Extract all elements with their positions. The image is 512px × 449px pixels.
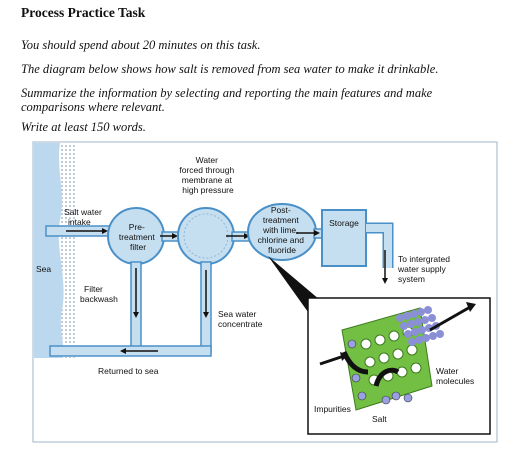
post-storage-arrowhead [314, 230, 320, 236]
concentrate-arrowhead [203, 312, 209, 318]
intake-arrowhead [102, 228, 108, 234]
inflow-arrowhead [340, 352, 348, 361]
instruction-words: Write at least 150 words. [21, 120, 146, 134]
callout-wedge [268, 256, 320, 312]
pretreatment-label: Pre- treatment filter [119, 222, 157, 252]
water-pass-arrow [429, 304, 473, 332]
membrane-tank [177, 207, 235, 265]
filter-backwash-label: Filter backwash [80, 284, 118, 304]
sea-label: Sea [36, 264, 51, 274]
filter-membrane-arrowhead [172, 233, 178, 239]
storage-tank [321, 209, 367, 267]
posttreatment-label: Post- treatment with lime, chlorine and … [258, 205, 307, 255]
salt-impurity-particles [347, 339, 413, 405]
sea-area [34, 143, 64, 358]
membrane-post-arrowhead [244, 233, 250, 239]
water-pass-arrowhead [466, 302, 476, 312]
water-molecules-label: Water molecules [436, 366, 474, 386]
instruction-time: You should spend about 20 minutes on thi… [21, 38, 261, 52]
membrane-label: Water forced through membrane at high pr… [179, 155, 236, 195]
inflow-arrow [319, 354, 345, 366]
task-heading: Process Practice Task [21, 5, 146, 20]
instruction-summarize: Summarize the information by selecting a… [21, 86, 433, 114]
shoreline [58, 143, 76, 358]
storage-label: Storage [329, 218, 359, 228]
impurities-label: Impurities [314, 404, 351, 414]
backwash-arrowhead [133, 312, 139, 318]
salt-water-intake-label: Salt water intake [64, 207, 104, 227]
instruction-diagram: The diagram below shows how salt is remo… [21, 62, 439, 76]
return-arrowhead [120, 348, 126, 354]
rejected-flow-arrow-2 [373, 367, 400, 387]
water-supply-label: To intergrated water supply system [397, 254, 452, 284]
returned-to-sea-label: Returned to sea [98, 366, 159, 376]
supply-arrowhead [382, 278, 388, 284]
salt-label: Salt [372, 414, 387, 424]
supply-pipe [366, 224, 392, 268]
task-instructions: Process Practice Task You should spend a… [0, 0, 512, 134]
concentrate-label: Sea water concentrate [218, 309, 263, 329]
